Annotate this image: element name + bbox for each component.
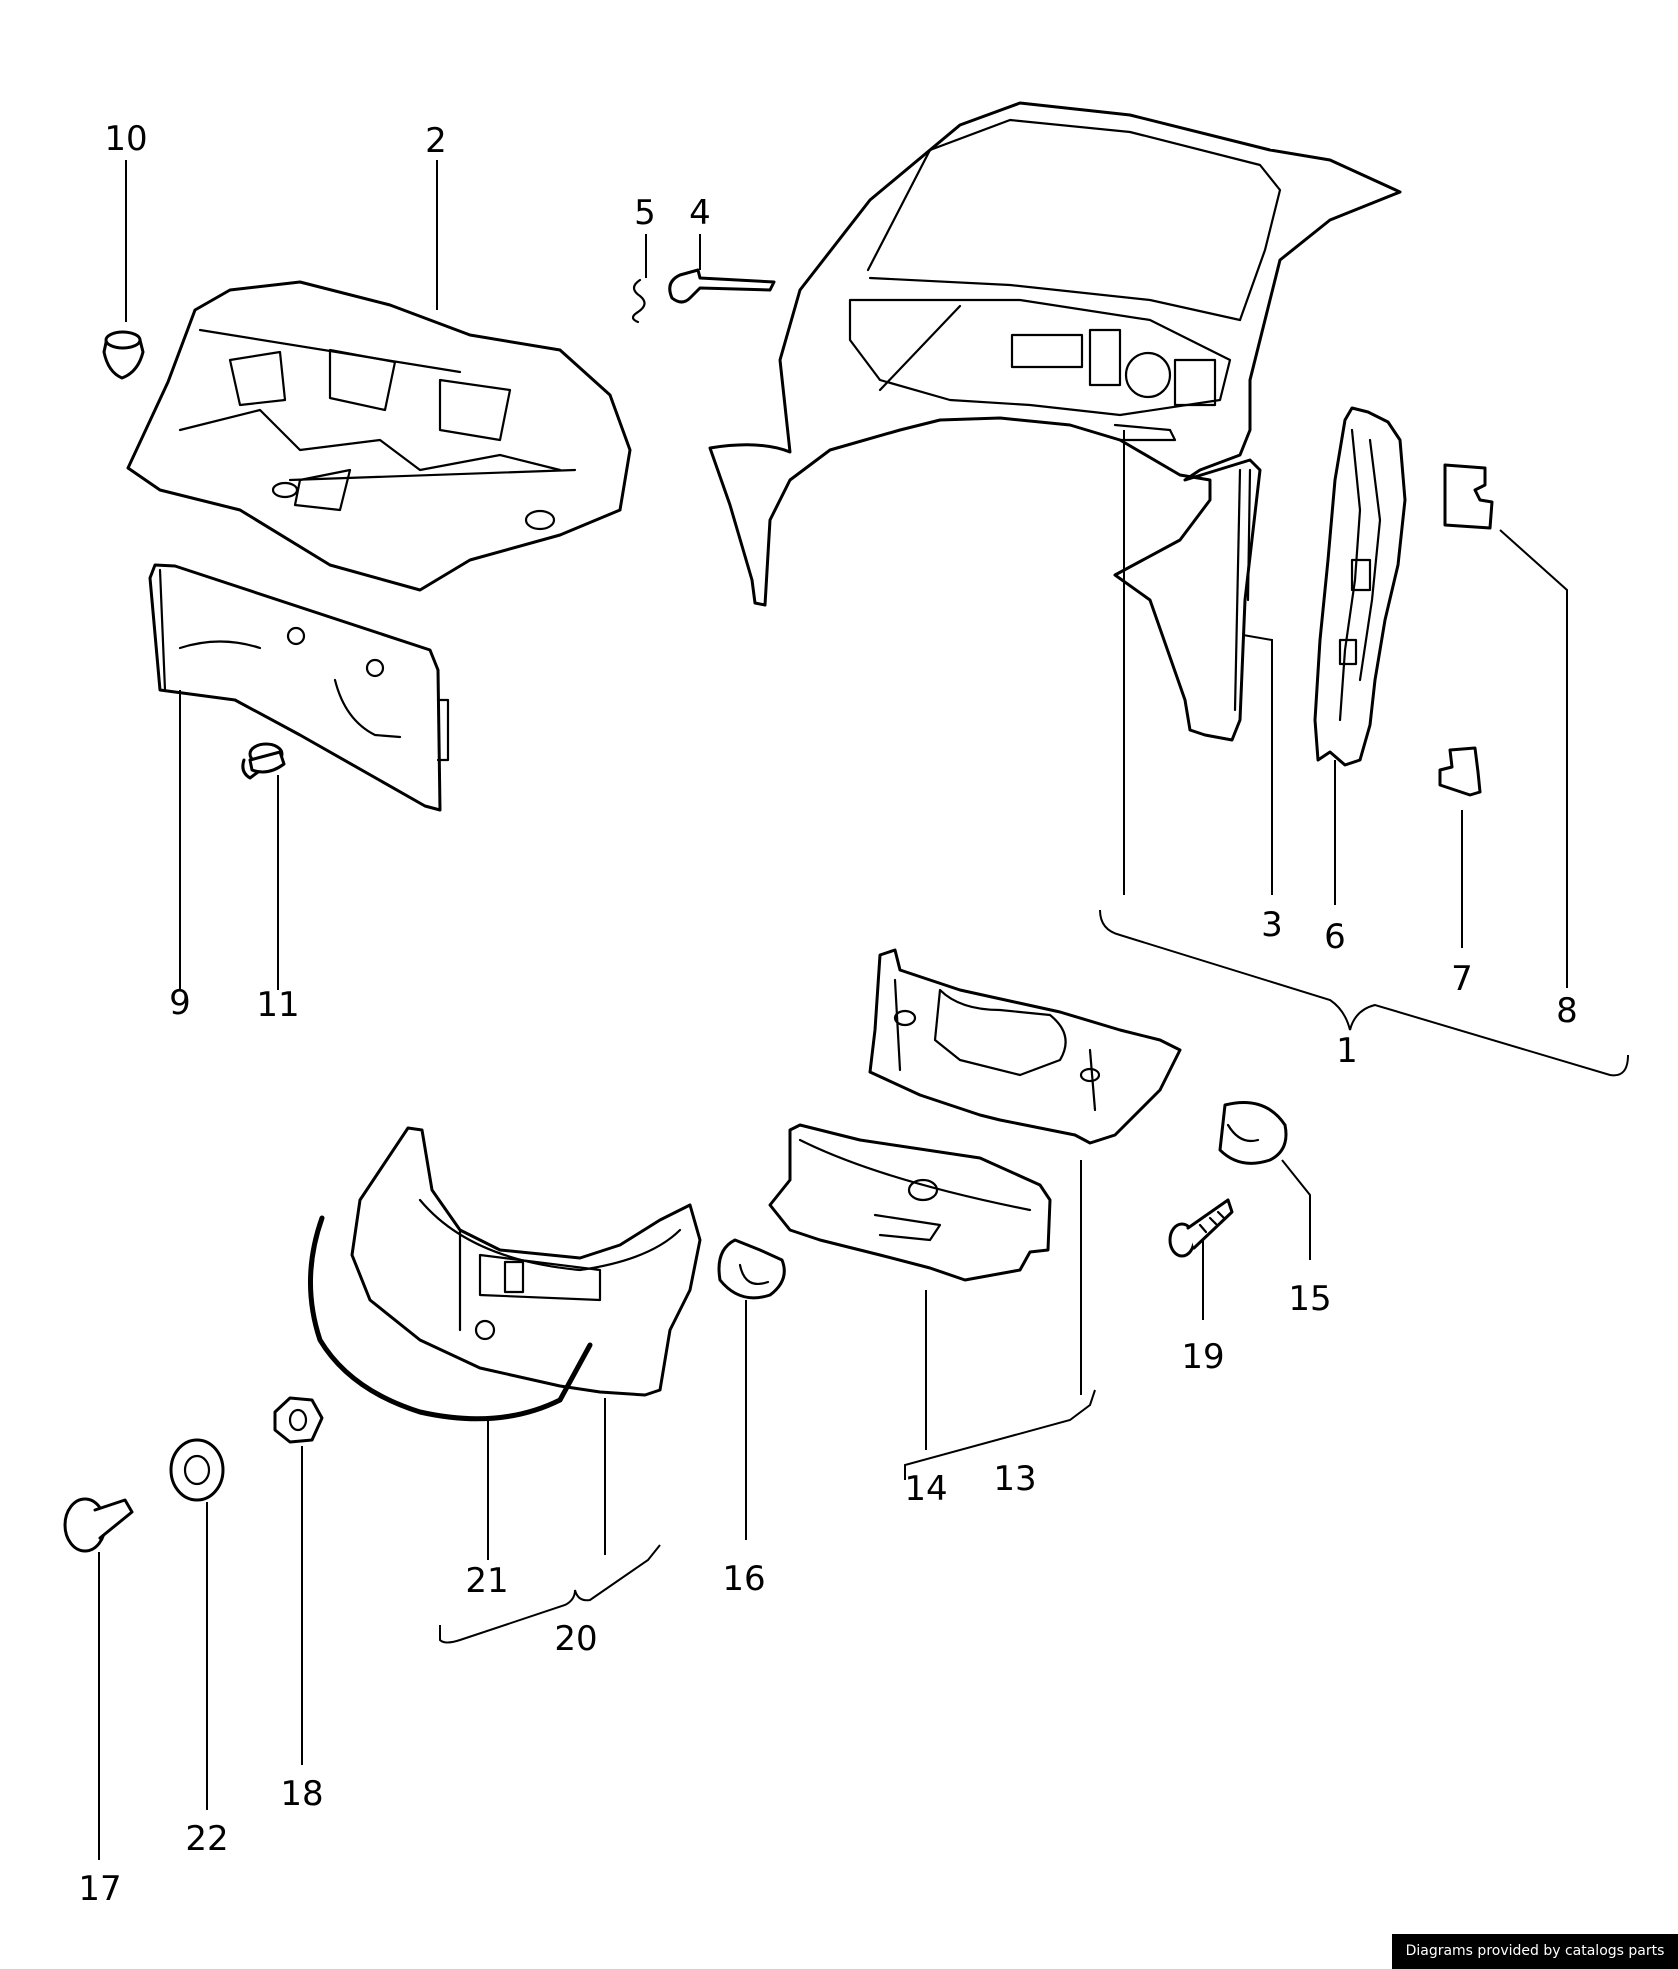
callout-15: 15 xyxy=(1288,1279,1331,1319)
callout-7: 7 xyxy=(1451,959,1473,999)
part-5-clip xyxy=(631,278,646,324)
callout-5: 5 xyxy=(634,193,656,233)
part-16-grommet xyxy=(717,1238,786,1300)
part-10-plug xyxy=(102,330,145,380)
part-6-pillar-reinforcement xyxy=(1313,406,1407,767)
callout-4: 4 xyxy=(689,193,711,233)
part-8-bracket xyxy=(1443,463,1494,530)
leader-lines xyxy=(98,160,1629,1860)
part-19-screw xyxy=(1168,1198,1234,1258)
part-18-nut xyxy=(273,1396,324,1444)
part-11-grommet xyxy=(241,742,286,780)
callout-labels: 10 2 5 4 9 11 3 6 7 8 1 15 19 14 13 16 2… xyxy=(78,119,1577,1909)
callout-10: 10 xyxy=(104,119,147,159)
callout-9: 9 xyxy=(169,983,191,1023)
part-17-bolt xyxy=(63,1497,134,1553)
callout-16: 16 xyxy=(722,1559,765,1599)
callout-6: 6 xyxy=(1324,917,1346,957)
callout-3: 3 xyxy=(1261,905,1283,945)
callout-20: 20 xyxy=(554,1619,597,1659)
part-2-floor-panel xyxy=(126,280,632,592)
part-21-seal-strip xyxy=(308,1215,593,1422)
callout-18: 18 xyxy=(280,1774,323,1814)
part-15-cap xyxy=(1218,1101,1288,1165)
callout-1: 1 xyxy=(1336,1031,1358,1071)
callout-19: 19 xyxy=(1181,1337,1224,1377)
part-9-side-panel xyxy=(148,563,450,812)
callout-2: 2 xyxy=(425,121,447,161)
part-13-front-apron-upper xyxy=(868,948,1182,1145)
part-1-body-shell xyxy=(708,101,1402,742)
callout-8: 8 xyxy=(1556,991,1578,1031)
callout-22: 22 xyxy=(185,1819,228,1859)
part-20-front-valance xyxy=(350,1126,702,1397)
part-22-washer xyxy=(169,1438,225,1502)
part-14-front-apron-lower xyxy=(768,1123,1052,1282)
callout-14: 14 xyxy=(904,1469,947,1509)
callout-11: 11 xyxy=(256,985,299,1025)
part-4-bracket xyxy=(668,268,776,304)
callout-17: 17 xyxy=(78,1869,121,1909)
part-7-bracket xyxy=(1438,746,1482,797)
diagram-credit: Diagrams provided by catalogs parts xyxy=(1392,1934,1678,1969)
callout-13: 13 xyxy=(993,1459,1036,1499)
callout-21: 21 xyxy=(465,1561,508,1601)
